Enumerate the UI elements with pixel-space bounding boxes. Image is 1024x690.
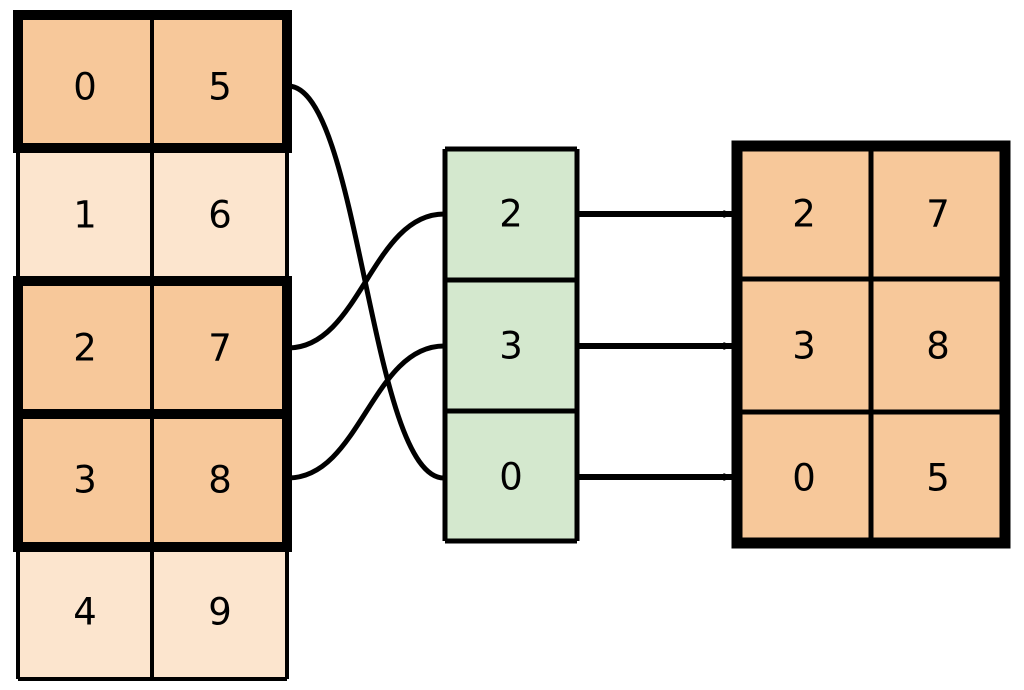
result-grid-lines <box>737 146 1005 543</box>
source-value-r2c0: 2 <box>73 327 97 370</box>
index-cell-2 <box>445 411 577 541</box>
index-value-1: 3 <box>499 325 523 368</box>
source-value-r1c0: 1 <box>73 194 97 237</box>
source-cell-r2c1 <box>152 281 287 414</box>
arrow-group <box>578 210 734 481</box>
index-array: 2 3 0 <box>442 146 580 544</box>
connector-row3-to-index1 <box>287 343 445 481</box>
result-outer-outline <box>731 140 1011 549</box>
source-cell-r3c1 <box>152 414 287 547</box>
result-cell-r1c1 <box>871 279 1005 412</box>
result-cell-r2c1 <box>871 412 1005 543</box>
source-value-r4c1: 9 <box>208 591 232 634</box>
source-cell-r1c0 <box>18 148 152 281</box>
source-cell-r0c0 <box>18 15 152 148</box>
source-cell-r0c1 <box>152 15 287 148</box>
source-cell-r2c0 <box>18 281 152 414</box>
source-cell-r4c1 <box>152 547 287 679</box>
index-cell-1 <box>445 280 577 411</box>
result-cell-r0c1 <box>871 146 1005 279</box>
result-value-r1c0: 3 <box>792 325 816 368</box>
index-cell-0 <box>445 149 577 280</box>
index-value-0: 2 <box>499 193 523 236</box>
source-value-r3c1: 8 <box>208 459 232 502</box>
result-cell-r2c0 <box>737 412 871 543</box>
source-value-r3c0: 3 <box>73 459 97 502</box>
source-cell-r4c0 <box>18 547 152 679</box>
result-value-r0c1: 7 <box>926 193 950 236</box>
result-value-r2c0: 0 <box>792 457 816 500</box>
source-value-r2c1: 7 <box>208 327 232 370</box>
result-value-r2c1: 5 <box>926 457 950 500</box>
source-value-r4c0: 4 <box>73 591 97 634</box>
connector-group <box>287 83 445 481</box>
source-cell-r3c0 <box>18 414 152 547</box>
source-array: 0 5 1 6 2 7 3 8 4 9 <box>13 10 292 681</box>
source-cell-r1c1 <box>152 148 287 281</box>
source-row0-highlight-outline <box>13 10 292 153</box>
result-cell-r0c0 <box>737 146 871 279</box>
source-value-r0c0: 0 <box>73 66 97 109</box>
result-cell-r1c0 <box>737 279 871 412</box>
connector-row2-to-index0 <box>287 211 445 351</box>
result-value-r0c0: 2 <box>792 193 816 236</box>
result-value-r1c1: 8 <box>926 325 950 368</box>
source-value-r0c1: 5 <box>208 66 232 109</box>
index-grid-lines <box>442 146 580 544</box>
source-value-r1c1: 6 <box>208 194 232 237</box>
index-value-2: 0 <box>499 456 523 499</box>
result-array: 2 7 3 8 0 5 <box>731 140 1011 549</box>
